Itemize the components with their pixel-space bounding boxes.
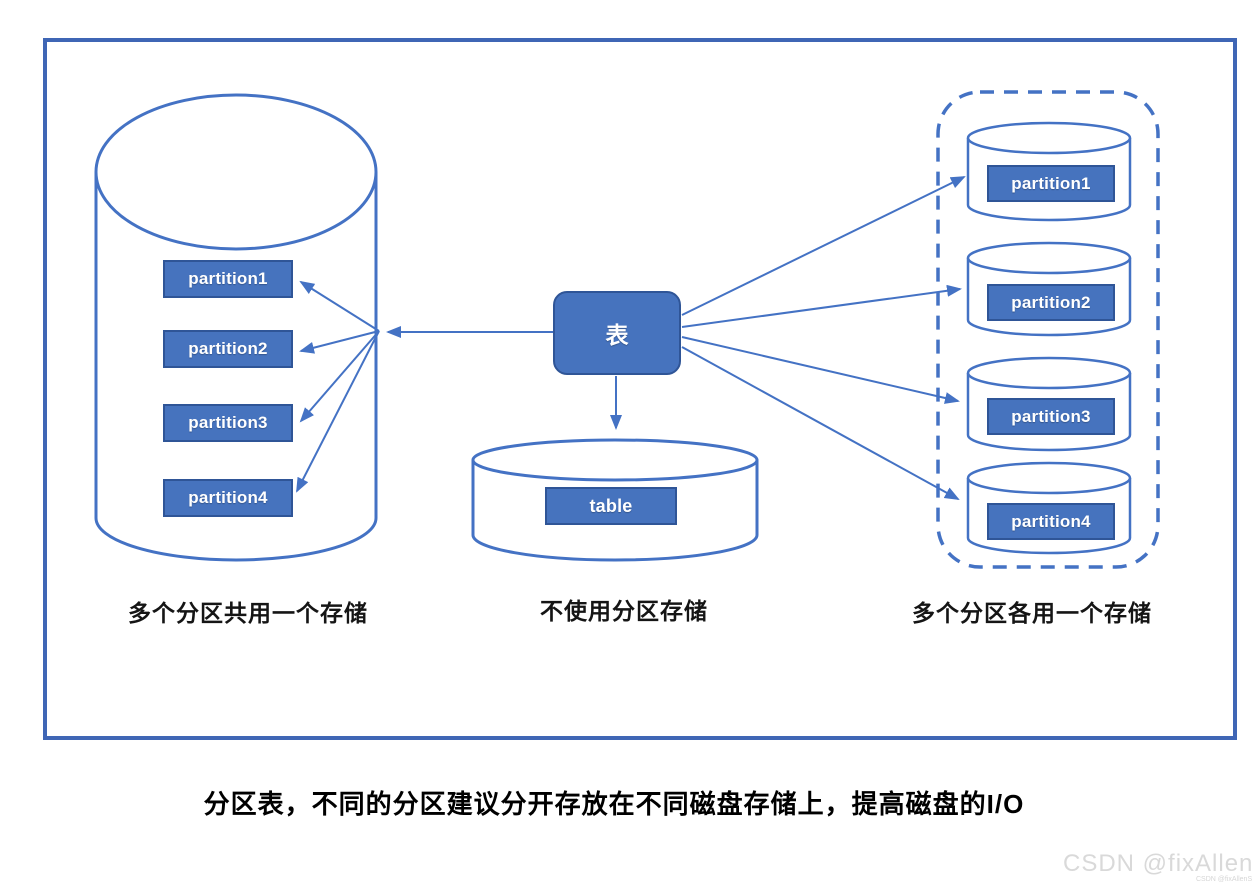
no-partition-storage-label: 不使用分区存储 [540,598,708,624]
right-partition3-box: partition3 [987,398,1115,435]
csdn-watermark-small: CSDN @fixAllenSu [1196,876,1252,883]
left-partition1-box: partition1 [163,260,293,298]
right-partition2-box: partition2 [987,284,1115,321]
left-partition4-box: partition4 [163,479,293,517]
separate-storage-label: 多个分区各用一个存储 [912,600,1152,626]
right-partition4-box: partition4 [987,503,1115,540]
arrows-shared-to-partitions [296,280,380,493]
shared-storage-label: 多个分区共用一个存储 [128,600,368,626]
left-partition3-box: partition3 [163,404,293,442]
left-partition2-box: partition2 [163,330,293,368]
table-node: 表 [553,291,681,375]
diagram-frame [43,38,1237,740]
separate-storage-container [936,90,1160,569]
table-box: table [545,487,677,525]
right-partition1-box: partition1 [987,165,1115,202]
arrows-table-to-separate-storage [681,176,966,500]
diagram-caption: 分区表，不同的分区建议分开存放在不同磁盘存储上，提高磁盘的I/O [203,789,1025,819]
csdn-watermark: CSDN @fixAllenSu [1063,850,1252,877]
